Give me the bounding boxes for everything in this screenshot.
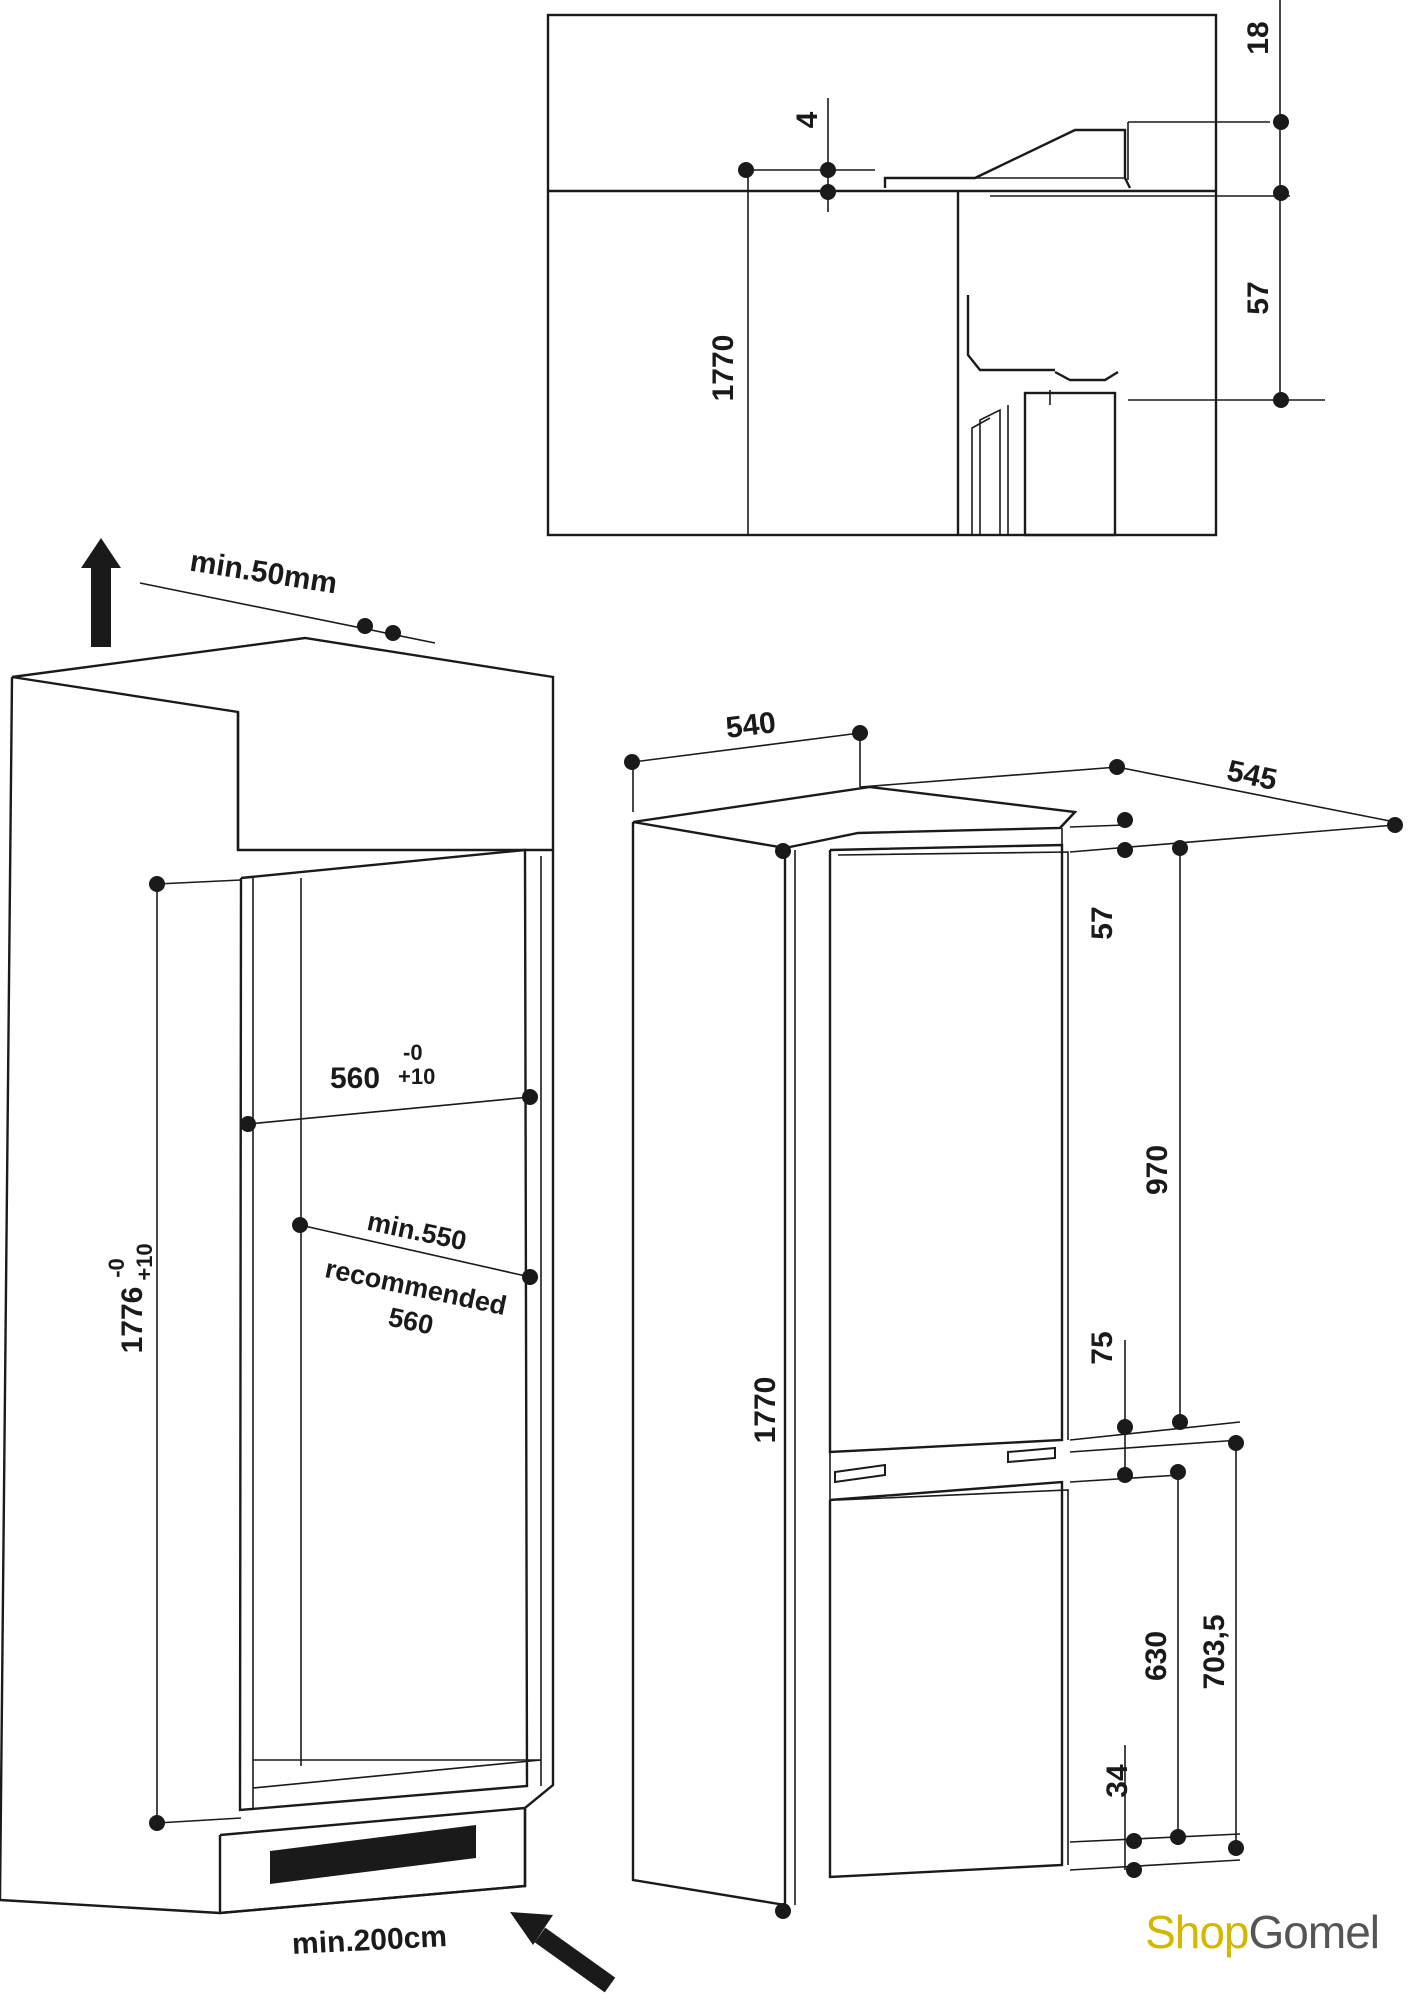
watermark-shop: Shop [1145,1906,1249,1958]
cabinet-opening [238,848,529,1812]
cabinet-depth-min: min.550 [365,1206,470,1256]
top-bracket [883,128,1132,189]
appliance-dim-703: 703,5 [1198,1614,1231,1689]
cabinet-ventilation: min.200cm [291,1920,448,1961]
cabinet-height: 1776 [116,1287,149,1354]
cabinet-depth-value: 560 [386,1302,436,1341]
ventilation-grille [270,1825,476,1884]
appliance-dim-34: 34 [1101,1764,1134,1798]
appliance-width: 540 [724,706,778,745]
appliance-height: 1770 [749,1377,782,1444]
appliance-dim-970: 970 [1141,1145,1174,1195]
up-arrow-icon [81,538,121,647]
cabinet-height-tol-upper: -0 [104,1258,129,1278]
appliance-dim-75: 75 [1086,1331,1119,1364]
door-block [1023,391,1117,537]
watermark-gomel: Gomel [1248,1906,1380,1958]
appliance-side [631,820,787,1907]
hinge-arm [966,295,1055,372]
detail-dim-57: 57 [1242,281,1275,314]
cabinet-niche: min.50mm 1776 -0 +10 560 -0 +10 [0,538,616,1993]
appliance-dim-630: 630 [1140,1631,1173,1681]
appliance: 540 545 1770 57 970 [624,706,1403,1919]
detail-dim-18: 18 [1242,21,1275,54]
top-detail-view: 1770 4 18 57 [546,0,1325,537]
shop-watermark: ShopGomel [1145,1905,1380,1959]
cabinet-min-top-gap: min.50mm [188,545,340,601]
cabinet-width: 560 [330,1062,380,1095]
detail-dim-1770: 1770 [707,335,740,402]
detail-dim-4: 4 [791,111,824,128]
cabinet-width-tol-lower: +10 [398,1064,435,1089]
cabinet-height-tol-lower: +10 [132,1243,157,1280]
upper-door [828,843,1064,1454]
lower-door [828,1480,1064,1879]
cabinet-top-box [11,636,555,852]
appliance-dim-57: 57 [1086,906,1119,939]
inlet-arrow-icon [510,1912,616,1993]
cabinet-width-tol-upper: -0 [403,1040,423,1065]
detail-frame [546,13,1218,537]
